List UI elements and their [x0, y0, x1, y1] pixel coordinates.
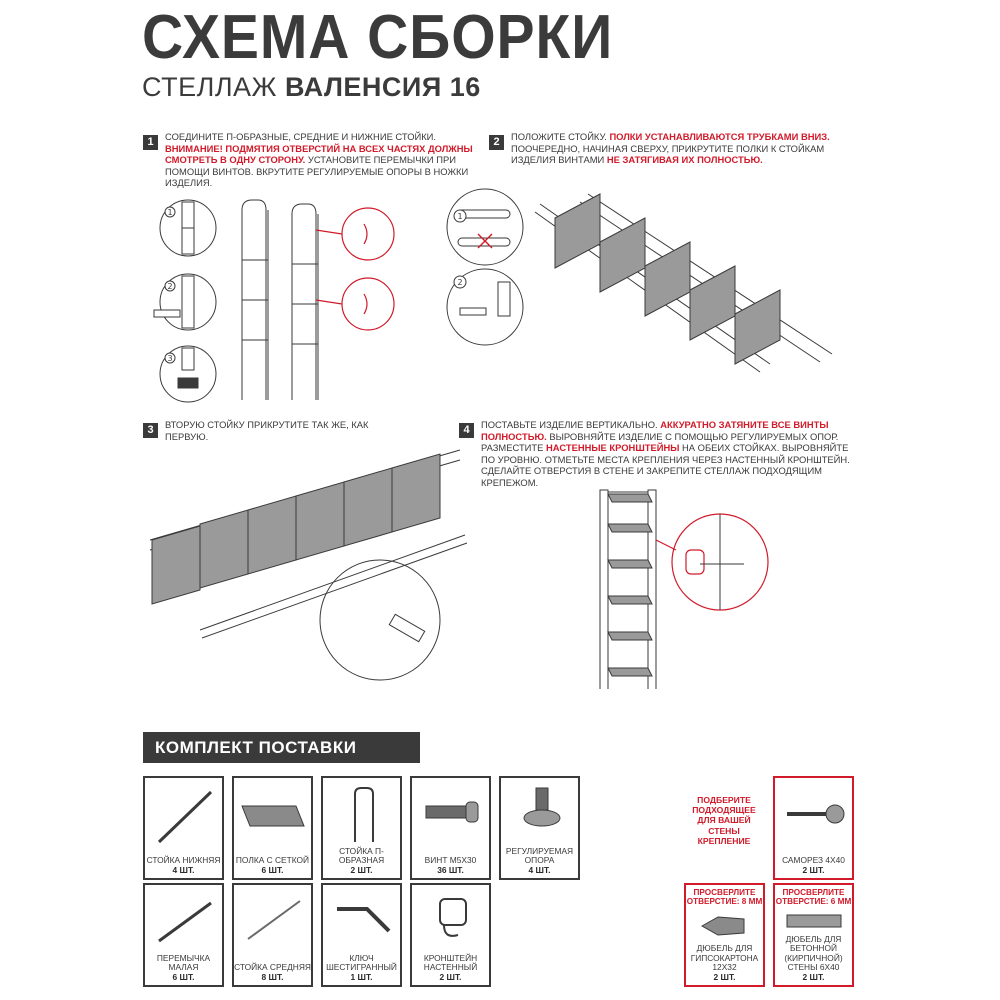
- kit-item-qty: 4 шт.: [172, 864, 195, 875]
- middle-post-icon: [247, 900, 301, 940]
- kit-item-name: КРОНШТЕЙН НАСТЕННЫЙ: [423, 952, 478, 973]
- kit-item-name: ДЮБЕЛЬ ДЛЯ ГИПСОКАРТОНА 12х32: [690, 943, 759, 973]
- kit-item-qty: 6 шт.: [261, 864, 284, 875]
- step-4-text-part: НА ОБЕИХ СТОЙКАХ. ВЫРОВНЯЙТЕ ПО УРОВНЮ. …: [481, 442, 850, 488]
- step-4-text: ПОСТАВЬТЕ ИЗДЕЛИЕ ВЕРТИКАЛЬНО. АККУРАТНО…: [481, 419, 861, 489]
- step-2-number: 2: [489, 135, 504, 150]
- marker-2: 2: [168, 282, 173, 291]
- drill-note: ПРОСВЕРЛИТЕ ОТВЕРСТИЕ: 6 мм: [775, 888, 852, 907]
- wall-bracket-icon: [439, 898, 467, 937]
- kit-item-label: САМОРЕЗ 4х402 шт.: [775, 855, 852, 875]
- step-4-number: 4: [459, 423, 474, 438]
- kit-item-qty: 1 шт.: [350, 971, 373, 982]
- page-title: СХЕМА СБОРКИ: [142, 3, 614, 72]
- kit-item-name: СТОЙКА СРЕДНЯЯ: [234, 962, 311, 973]
- kit-item-qty: 6 шт.: [172, 971, 195, 982]
- kit-item-label: ВИНТ М5х3036 шт.: [412, 855, 489, 875]
- adjustable-foot-icon: [523, 787, 561, 827]
- step-4-warning: НАСТЕННЫЕ КРОНШТЕЙНЫ: [546, 442, 680, 454]
- kit-item-qty: 2 шт.: [713, 971, 736, 982]
- step-2-text: ПОЛОЖИТЕ СТОЙКУ. ПОЛКИ УСТАНАВЛИВАЮТСЯ Т…: [511, 131, 841, 166]
- step-2-warning: ПОЛКИ УСТАНАВЛИВАЮТСЯ ТРУБКАМИ ВНИЗ.: [609, 131, 830, 142]
- u-post-icon: [354, 787, 374, 842]
- step-4-illustration: [599, 489, 769, 689]
- step-2-text-part: ПООЧЕРЕДНО, НАЧИНАЯ СВЕРХУ, ПРИКРУТИТЕ П…: [511, 142, 825, 166]
- step-2-warning: НЕ ЗАТЯГИВАЯ ИХ ПОЛНОСТЬЮ.: [606, 154, 763, 166]
- kit-item-qty: 2 шт.: [802, 971, 825, 982]
- kit-item-name: ДЮБЕЛЬ ДЛЯ БЕТОННОЙ (КИРПИЧНОЙ) СТЕНЫ 6х…: [784, 933, 843, 973]
- kit-item-qty: 4 шт.: [528, 864, 551, 875]
- kit-item: ПРОСВЕРЛИТЕ ОТВЕРСТИЕ: 6 мм ДЮБЕЛЬ ДЛЯ Б…: [773, 883, 854, 987]
- kit-item-name: СТОЙКА П-ОБРАЗНАЯ: [338, 845, 385, 866]
- step-3-number: 3: [143, 423, 158, 438]
- step-3-text-part: ВТОРУЮ СТОЙКУ ПРИКРУТИТЕ ТАК ЖЕ, КАК ПЕР…: [165, 419, 369, 442]
- step-2-text-part: ПОЛОЖИТЕ СТОЙКУ.: [511, 131, 607, 142]
- kit-item-qty: 2 шт.: [439, 971, 462, 982]
- step-4-warning: АККУРАТНО ЗАТЯНИТЕ ВСЕ ВИНТЫ ПОЛНОСТЬЮ.: [481, 419, 829, 442]
- kit-item-name: РЕГУЛИРУЕМАЯ ОПОРА: [505, 845, 574, 866]
- step-4-text-part: ВЫРОВНЯЙТЕ ИЗДЕЛИЕ С ПОМОЩЬЮ РЕГУЛИРУЕМЫ…: [481, 430, 839, 454]
- kit-item-label: ДЮБЕЛЬ ДЛЯ ГИПСОКАРТОНА 12х322 шт.: [686, 944, 763, 982]
- step-4-text-part: ПОСТАВЬТЕ ИЗДЕЛИЕ ВЕРТИКАЛЬНО.: [481, 419, 658, 430]
- step-3-illustration: [149, 449, 468, 681]
- kit-item-name: ВИНТ М5х30: [424, 855, 477, 866]
- drill-note: ПРОСВЕРЛИТЕ ОТВЕРСТИЕ: 8 мм: [686, 888, 763, 907]
- step-3-text: ВТОРУЮ СТОЙКУ ПРИКРУТИТЕ ТАК ЖЕ, КАК ПЕР…: [165, 419, 375, 442]
- kit-item-name: СТОЙКА НИЖНЯЯ: [146, 855, 221, 866]
- page-subtitle: СТЕЛЛАЖ ВАЛЕНСИЯ 16: [142, 72, 481, 103]
- step-1-warning: ВНИМАНИЕ! ПОДМЯТИЯ ОТВЕРСТИЙ НА ВСЕХ ЧАС…: [165, 142, 473, 166]
- bottom-post-icon: [157, 790, 213, 844]
- kit-item-qty: 36 шт.: [437, 864, 464, 875]
- mesh-shelf-icon: [241, 805, 305, 827]
- subtitle-prefix: СТЕЛЛАЖ: [142, 72, 277, 102]
- kit-item-name: ПОЛКА С СЕТКОЙ: [235, 855, 310, 866]
- kit-item-name: ПЕРЕМЫЧКА МАЛАЯ: [156, 952, 211, 973]
- kit-item-qty: 8 шт.: [261, 971, 284, 982]
- step-1-text: СОЕДИНИТЕ П-ОБРАЗНЫЕ, СРЕДНИЕ И НИЖНИЕ С…: [165, 131, 485, 189]
- kit-item-qty: 2 шт.: [350, 864, 373, 875]
- marker-2: 2: [458, 278, 463, 287]
- self-tapping-screw-icon: [787, 804, 845, 824]
- hex-key-icon: [337, 907, 391, 933]
- subtitle-model: ВАЛЕНСИЯ 16: [285, 72, 481, 102]
- step-1-text-part: УСТАНОВИТЕ ПЕРЕМЫЧКИ ПРИ ПОМОЩИ ВИНТОВ. …: [165, 154, 469, 189]
- kit-title: КОМПЛЕКТ ПОСТАВКИ: [143, 732, 420, 763]
- kit-item-name: КЛЮЧ ШЕСТИГРАННЫЙ: [326, 952, 397, 973]
- kit-item: ВИНТ М5х3036 шт.: [410, 776, 491, 880]
- marker-1: 1: [168, 208, 173, 217]
- drywall-anchor-icon: [700, 916, 745, 936]
- kit-item-name: САМОРЕЗ 4х40: [782, 855, 845, 866]
- step-1-illustration: 1 2 3: [153, 199, 395, 403]
- fastener-note: ПОДБЕРИТЕ ПОДХОДЯЩЕЕ ДЛЯ ВАШЕЙ СТЕНЫ КРЕ…: [692, 795, 756, 846]
- crossbar-icon: [158, 901, 212, 943]
- kit-item-label: ДЮБЕЛЬ ДЛЯ БЕТОННОЙ (КИРПИЧНОЙ) СТЕНЫ 6х…: [775, 933, 852, 982]
- marker-3: 3: [168, 354, 173, 363]
- kit-item-qty: 2 шт.: [802, 864, 825, 875]
- step-1-text-part: СОЕДИНИТЕ П-ОБРАЗНЫЕ, СРЕДНИЕ И НИЖНИЕ С…: [165, 131, 437, 142]
- step-2-illustration: 1 2: [446, 188, 833, 373]
- concrete-anchor-icon: [786, 914, 842, 928]
- kit-item: САМОРЕЗ 4х402 шт.: [773, 776, 854, 880]
- step-1-number: 1: [143, 135, 158, 150]
- marker-1: 1: [458, 212, 463, 221]
- screw-icon: [425, 801, 479, 823]
- kit-item: ПРОСВЕРЛИТЕ ОТВЕРСТИЕ: 8 мм ДЮБЕЛЬ ДЛЯ Г…: [684, 883, 765, 987]
